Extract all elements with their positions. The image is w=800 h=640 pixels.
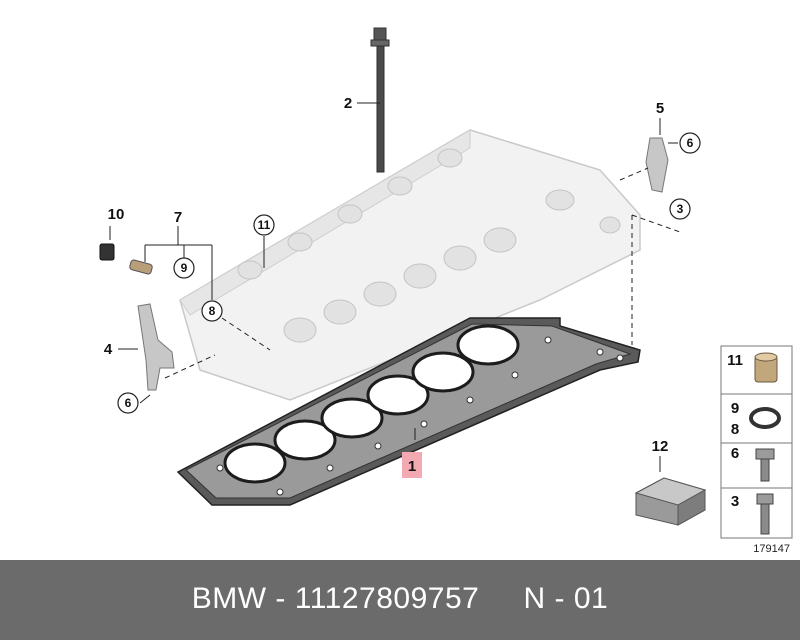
drawing-number: 179147 [753,543,790,555]
cylinder-head-drawing [179,129,641,401]
parts-diagram: 1 2 3 4 5 6 6 7 8 9 10 11 12 11 9 8 6 3 … [99,27,793,555]
callout-8: 8 [209,304,216,318]
head-gasket-drawing [176,317,641,506]
callout-11: 11 [258,218,271,232]
legend-label-9: 9 [731,400,739,417]
callout-3: 3 [677,202,684,216]
footer-part-info: BMW - 11127809757 N - 01 [0,582,800,616]
callout-6-left: 6 [125,396,132,410]
footer-code: N - 01 [523,582,609,615]
footer-brand: BMW [191,582,267,615]
callout-6-top: 6 [687,136,694,150]
callout-4: 4 [104,341,113,358]
callout-1: 1 [408,458,416,475]
callout-10: 10 [108,206,125,223]
callout-2: 2 [344,95,352,112]
bolt-short-icon [755,448,775,482]
sleeve-icon [754,352,778,383]
callout-5: 5 [656,100,664,117]
seal-ring-icon [749,407,781,429]
highlight-box [402,452,422,478]
legend-table [720,345,793,539]
footer-part-number: 11127809757 [294,582,480,615]
callout-9: 9 [181,261,188,275]
bolt-long-icon [756,493,774,535]
footer-gap [479,582,523,615]
legend-label-11: 11 [727,352,743,369]
legend-label-8: 8 [731,421,739,438]
bracket-5-drawing [645,137,669,193]
leader-lines [109,102,681,472]
footer-bar: BMW - 11127809757 N - 01 [0,560,800,640]
callout-7: 7 [174,209,182,226]
footer-separator: - [266,582,295,615]
sensor-10-drawing [99,243,153,275]
bracket-4-drawing [137,303,175,391]
head-bolt-drawing [370,27,390,173]
legend-label-3: 3 [731,493,739,510]
callout-12: 12 [652,438,669,455]
legend-label-6: 6 [731,445,739,462]
parts-pack-12-drawing [634,477,707,526]
callout-rings [117,132,701,414]
